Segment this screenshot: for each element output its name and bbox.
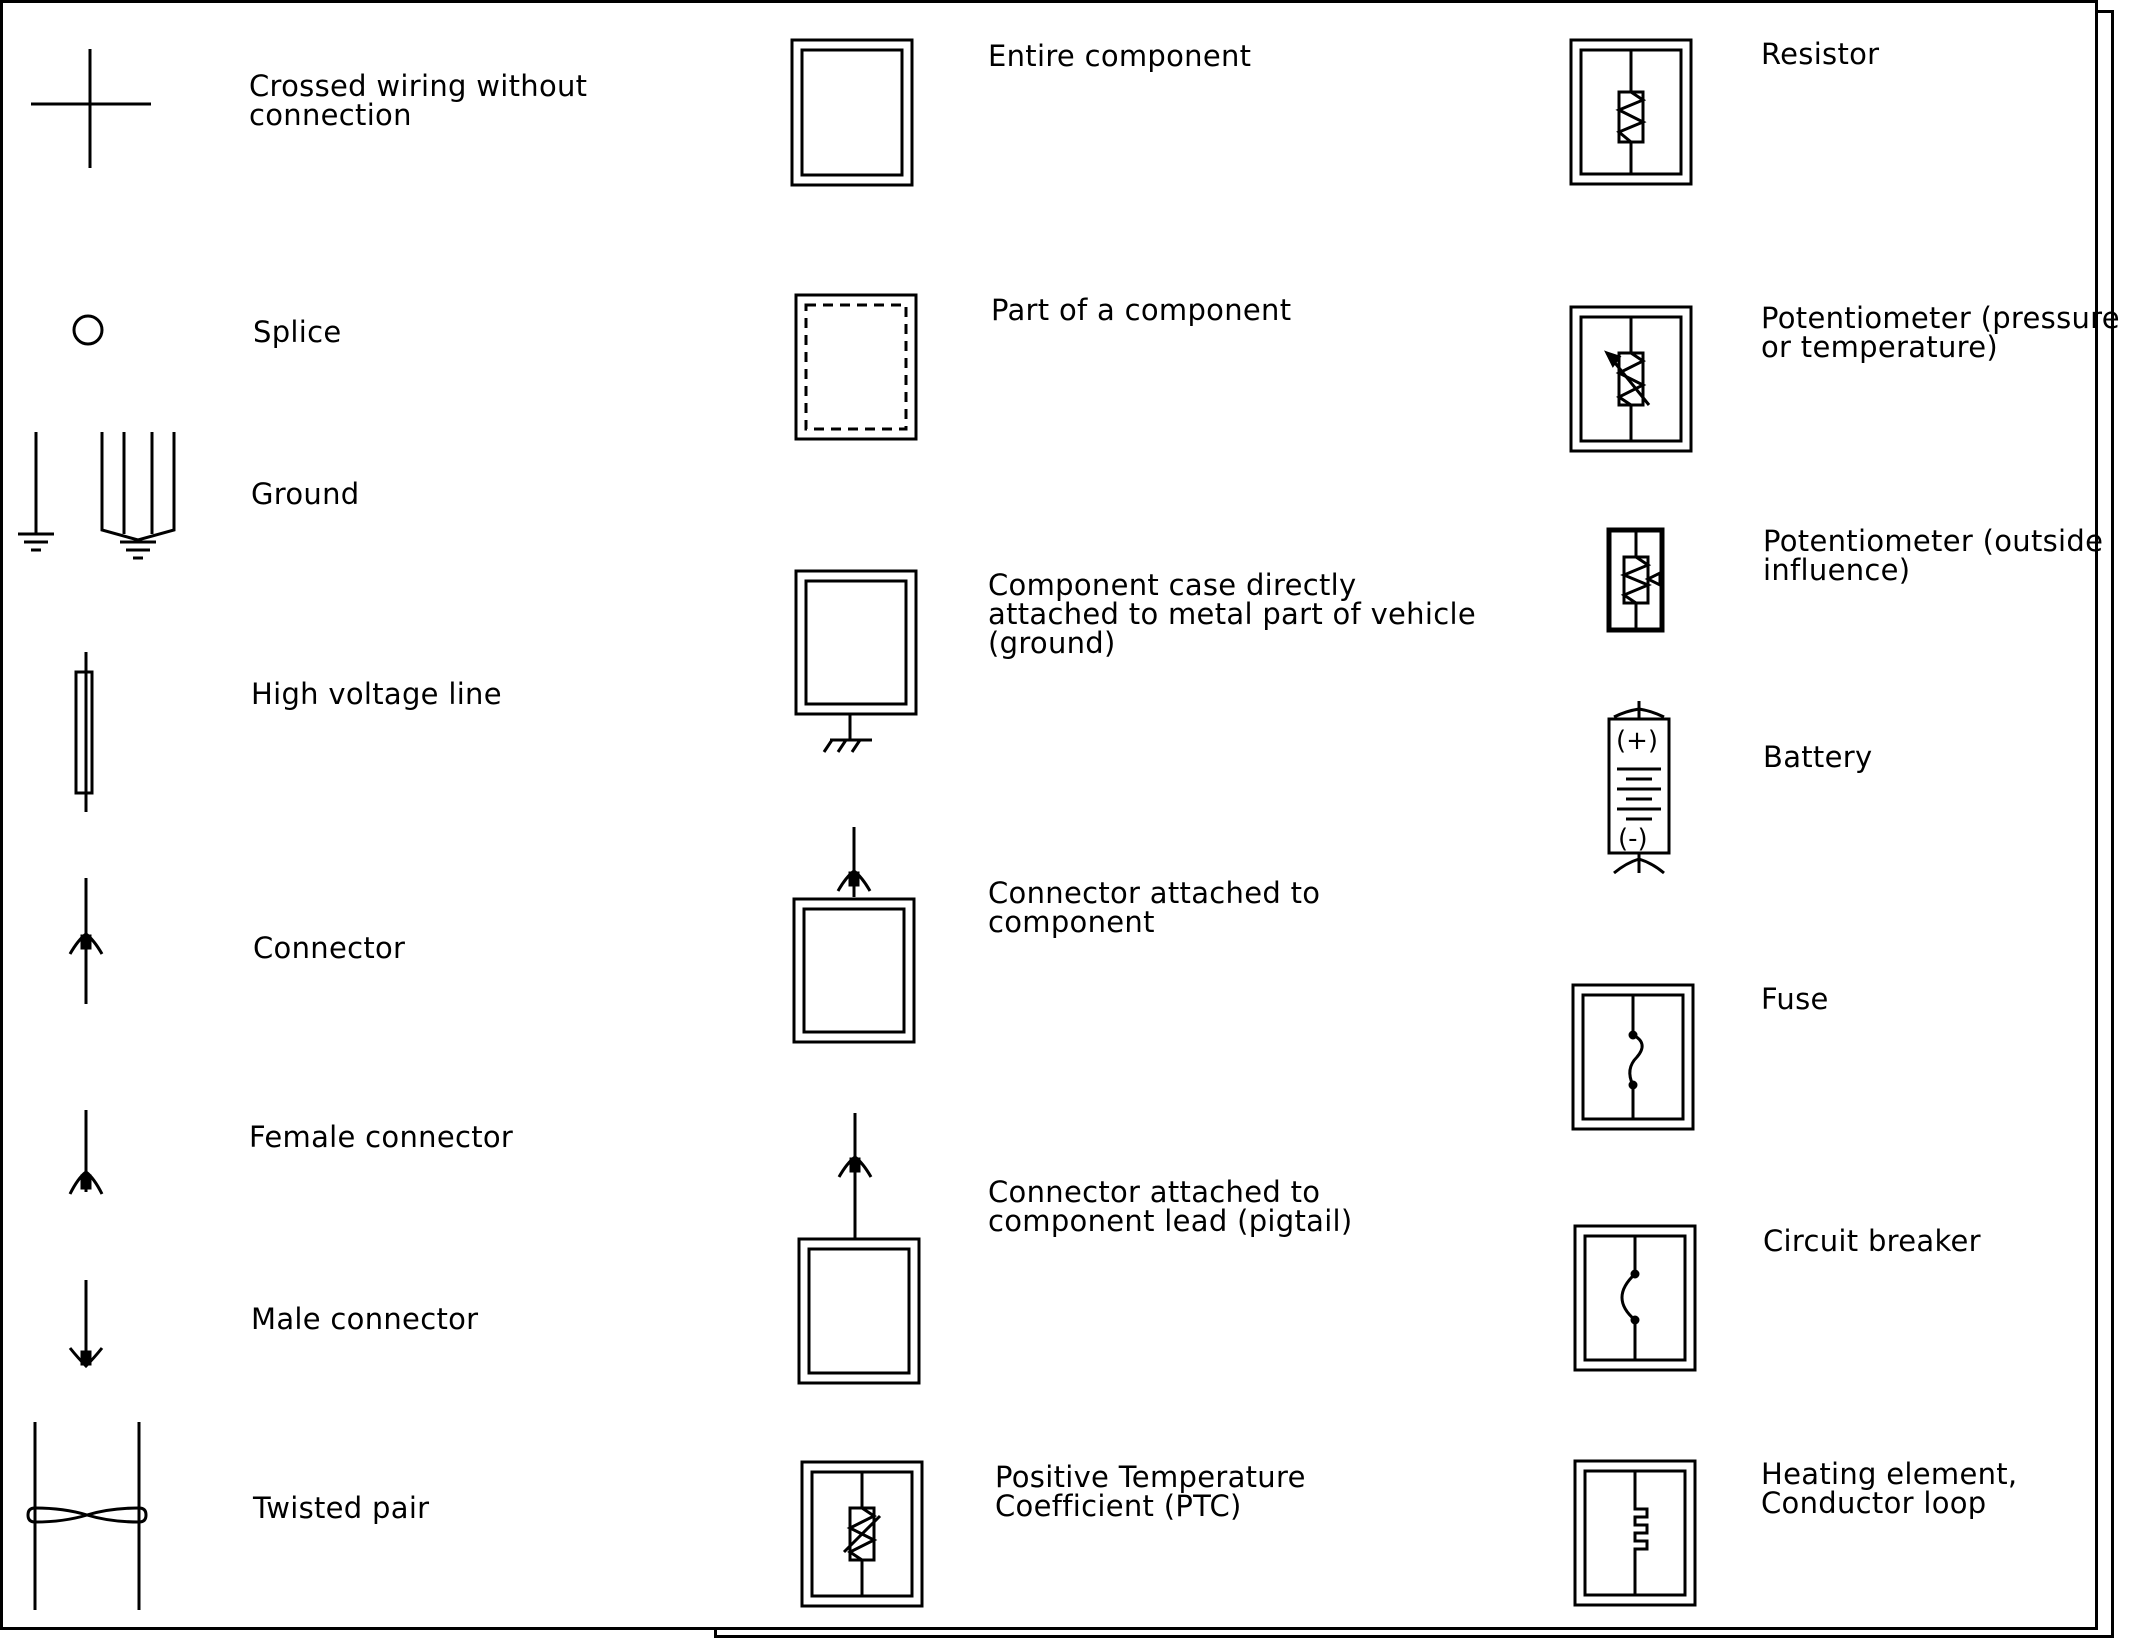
connector-attached-component-icon (792, 827, 916, 1044)
fuse-label: Fuse (1761, 982, 1829, 1016)
heating-element-label: Heating element, Conductor loop (1761, 1457, 2018, 1520)
crossed-wiring-label: Crossed wiring without connection (249, 69, 588, 132)
high-voltage-line-icon (74, 652, 94, 812)
resistor-label: Resistor (1761, 37, 1880, 71)
female-connector-label: Female connector (249, 1120, 514, 1154)
svg-text:(+): (+) (1616, 726, 1658, 756)
crossed-wiring-icon (31, 49, 151, 168)
male-connector-icon (68, 1280, 104, 1369)
fuse-icon (1571, 983, 1695, 1131)
potentiometer-outside-label: Potentiometer (outside influence) (1763, 524, 2104, 587)
connector-attached-pigtail-label: Connector attached to component lead (pi… (988, 1175, 1353, 1238)
female-connector-icon (68, 1110, 104, 1195)
circuit-breaker-icon (1573, 1224, 1697, 1372)
potentiometer-pressure-icon (1569, 305, 1693, 453)
component-case-ground-label: Component case directly attached to meta… (988, 568, 1476, 660)
battery-icon: (+) (-) (1607, 701, 1671, 875)
potentiometer-outside-icon (1606, 527, 1665, 633)
potentiometer-pressure-label: Potentiometer (pressure or temperature) (1761, 301, 2120, 364)
connector-attached-pigtail-icon (797, 1113, 921, 1385)
circuit-breaker-label: Circuit breaker (1763, 1224, 1981, 1258)
entire-component-label: Entire component (988, 39, 1252, 73)
connector-attached-component-label: Connector attached to component (988, 876, 1321, 939)
splice-icon (72, 314, 104, 346)
twisted-pair-icon (26, 1422, 148, 1610)
svg-text:(-): (-) (1618, 824, 1648, 854)
part-of-component-label: Part of a component (991, 293, 1292, 327)
resistor-icon (1569, 38, 1693, 186)
battery-label: Battery (1763, 740, 1873, 774)
ground-label: Ground (251, 477, 360, 511)
ptc-label: Positive Temperature Coefficient (PTC) (995, 1460, 1306, 1523)
ptc-icon (800, 1460, 924, 1608)
twisted-pair-label: Twisted pair (253, 1491, 430, 1525)
component-case-ground-icon (794, 569, 918, 753)
entire-component-icon (790, 38, 914, 187)
connector-label: Connector (253, 931, 406, 965)
heating-element-icon (1573, 1459, 1697, 1607)
ground-icon (18, 432, 176, 560)
part-of-component-icon (794, 293, 918, 441)
high-voltage-line-label: High voltage line (251, 677, 502, 711)
splice-label: Splice (253, 315, 342, 349)
legend-sheet (0, 0, 2098, 1630)
connector-icon (68, 878, 104, 1004)
male-connector-label: Male connector (251, 1302, 479, 1336)
